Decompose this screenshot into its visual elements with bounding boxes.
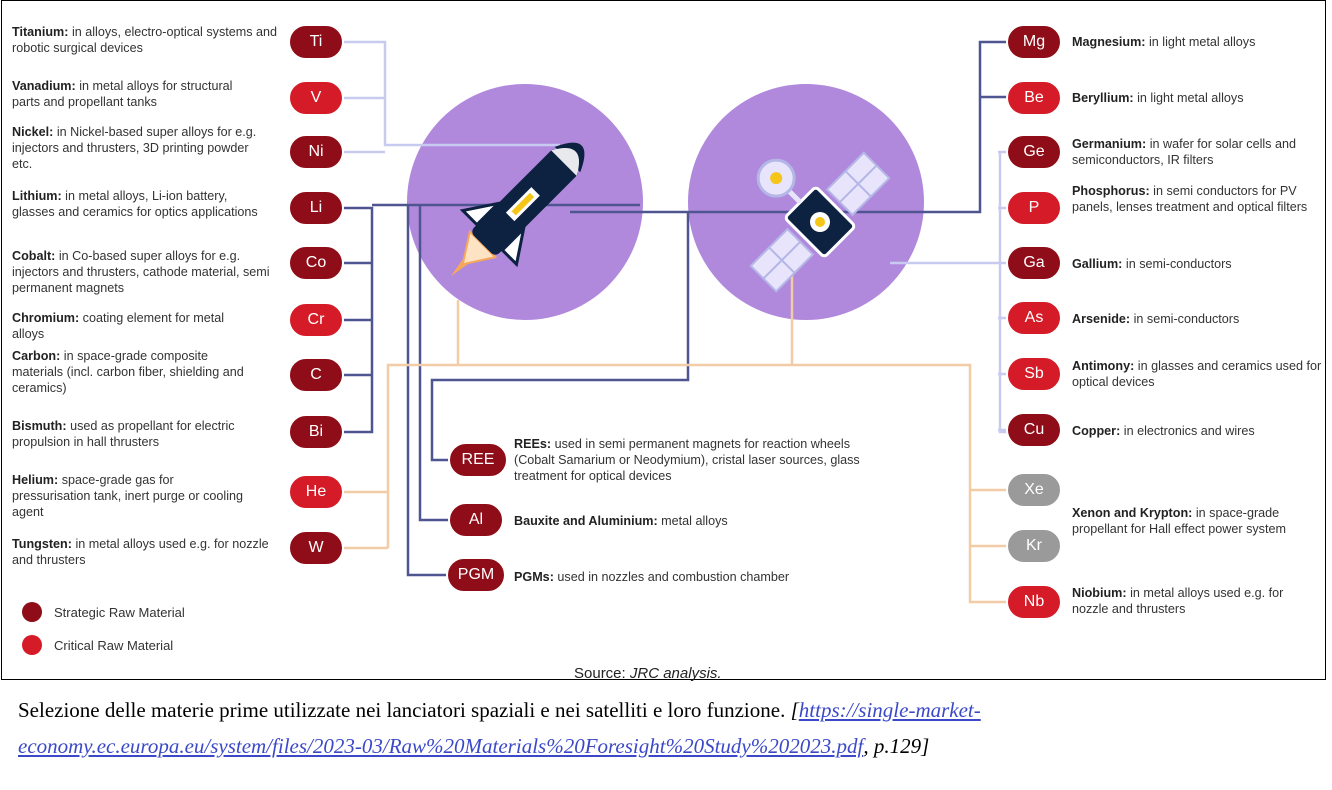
p-badge: P [1006, 190, 1062, 226]
ge-badge: Ge [1006, 134, 1062, 170]
arsenide-text: Arsenide: in semi-conductors [1072, 312, 1240, 326]
connector-diagram [338, 40, 1012, 604]
ree-badge: REE [448, 442, 508, 478]
mg-badge: Mg [1006, 24, 1062, 60]
antimony-text: Antimony: in glasses and ceramics used f… [1072, 359, 1322, 389]
xenon-krypton-text: Xenon and Krypton: in space-grade propel… [1072, 506, 1286, 536]
legend-critical-label: Critical Raw Material [54, 638, 174, 653]
be-badge: Be [1006, 80, 1062, 116]
tan-connectors [338, 275, 1012, 604]
co-badge: Co [288, 245, 344, 281]
lithium-text: Lithium: in metal alloys, Li-ion battery… [12, 189, 258, 219]
chromium-text: Chromium: coating element for metal allo… [12, 311, 225, 341]
niobium-text: Niobium: in metal alloys used e.g. for n… [1072, 586, 1284, 616]
legend-critical-dot [22, 635, 42, 655]
pgm-badge: PGM [446, 557, 506, 593]
sb-badge: Sb [1006, 356, 1062, 392]
ti-badge: Ti [288, 24, 344, 60]
caption-text: Selezione delle materie prime utilizzate… [18, 698, 786, 722]
as-badge: As [1006, 300, 1062, 336]
kr-badge: Kr [1006, 528, 1062, 564]
cobalt-text: Cobalt: in Co-based super alloys for e.g… [12, 249, 270, 295]
li-badge: Li [288, 190, 344, 226]
magnesium-text: Magnesium: in light metal alloys [1072, 35, 1256, 49]
xe-badge: Xe [1006, 472, 1062, 508]
phosphorus-text: Phosphorus: in semi conductors for PV pa… [1072, 184, 1308, 214]
cu-badge: Cu [1006, 412, 1062, 448]
legend-strategic-dot [22, 602, 42, 622]
v-badge: V [288, 80, 344, 116]
source-note: Source: JRC analysis. [574, 665, 722, 682]
legend-strategic-label: Strategic Raw Material [54, 605, 185, 620]
satellite-illustration [749, 151, 891, 293]
source-link[interactable]: https://single-market-economy.ec.europa.… [18, 698, 981, 758]
dark-connectors [338, 40, 1012, 577]
nb-badge: Nb [1006, 584, 1062, 620]
rocket-illustration [450, 142, 585, 277]
gallium-text: Gallium: in semi-conductors [1072, 257, 1232, 271]
ni-badge: Ni [288, 134, 344, 170]
ree-text: REEs: used in semi permanent magnets for… [514, 437, 860, 483]
caption: Selezione delle materie prime utilizzate… [18, 698, 981, 758]
bi-badge: Bi [288, 414, 344, 450]
copper-text: Copper: in electronics and wires [1072, 424, 1255, 438]
caption-page: , p.129] [863, 734, 930, 758]
c-badge: C [288, 357, 344, 393]
vanadium-text: Vanadium: in metal alloys for structural… [12, 79, 233, 109]
he-badge: He [288, 474, 344, 510]
titanium-text: Titanium: in alloys, electro-optical sys… [12, 25, 278, 55]
germanium-text: Germanium: in wafer for solar cells and … [1072, 137, 1296, 167]
al-badge: Al [448, 502, 504, 538]
beryllium-text: Beryllium: in light metal alloys [1072, 91, 1244, 105]
tungsten-text: Tungsten: in metal alloys used e.g. for … [12, 537, 269, 567]
figure-frame [1, 0, 1326, 680]
aluminium-text: Bauxite and Aluminium: metal alloys [514, 514, 728, 528]
ga-badge: Ga [1006, 245, 1062, 281]
nickel-text: Nickel: in Nickel-based super alloys for… [12, 125, 257, 171]
helium-text: Helium: space-grade gas for pressurisati… [12, 473, 244, 519]
pgm-text: PGMs: used in nozzles and combustion cha… [514, 570, 790, 584]
bismuth-text: Bismuth: used as propellant for electric… [12, 419, 235, 449]
carbon-text: Carbon: in space-grade composite materia… [12, 349, 244, 395]
w-badge: W [288, 530, 344, 566]
cr-badge: Cr [288, 302, 344, 338]
